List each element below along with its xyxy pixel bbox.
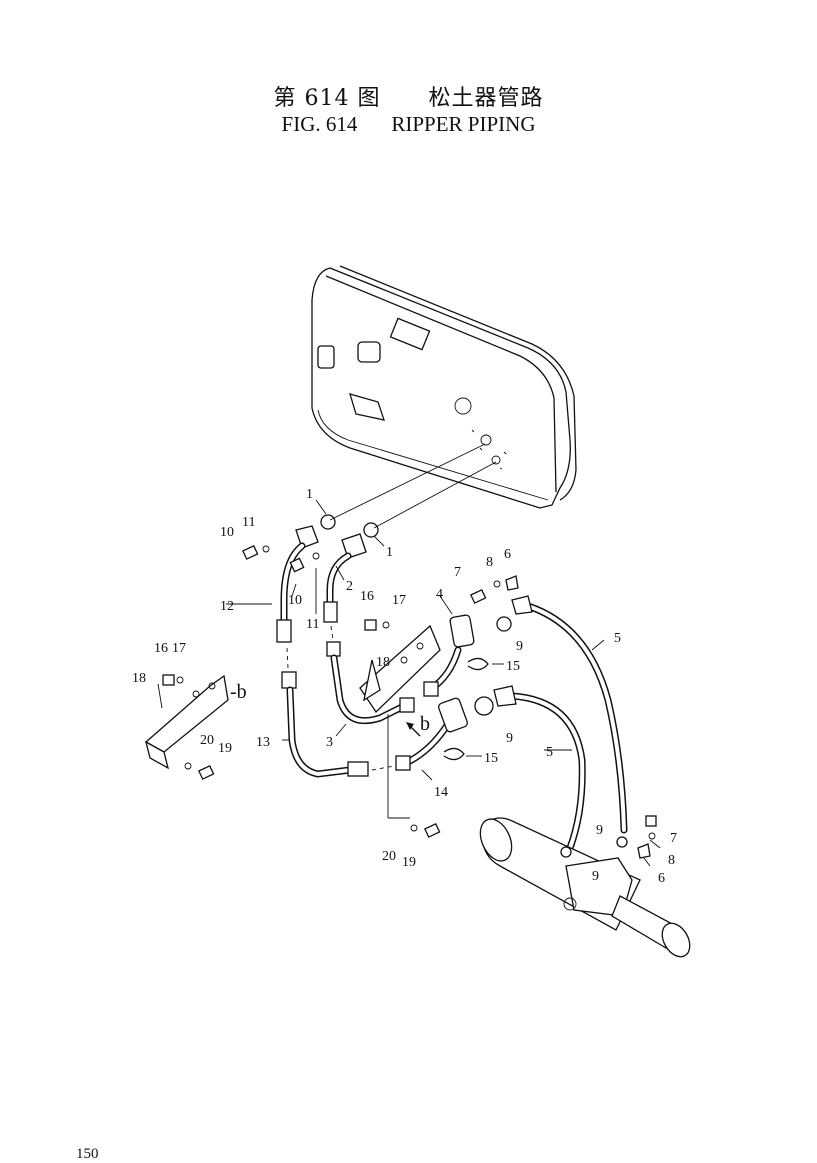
view-b-reference: -b (230, 681, 247, 703)
o-ring (363, 522, 379, 538)
callout-9: 9 (516, 639, 523, 654)
ripper-cylinder (479, 817, 691, 958)
figure-title-english: FIG. 614 RIPPER PIPING (0, 112, 817, 137)
bracket-18-view-b (144, 674, 229, 770)
callout-19: 19 (218, 741, 232, 756)
callout-16: 16 (360, 589, 374, 604)
callout-15: 15 (506, 659, 520, 674)
callout-5: 5 (546, 745, 553, 760)
callout-7: 7 (670, 831, 677, 846)
callout-13: 13 (256, 735, 270, 750)
figure-title-chinese: 第 614 图 松土器管路 (0, 80, 817, 112)
callout-labels: 1 1 2 3 4 5 5 6 6 7 7 8 8 9 9 9 9 10 10 … (132, 487, 677, 886)
view-b-arrow-label: b (420, 713, 430, 735)
callout-11: 11 (242, 515, 255, 530)
callout-18: 18 (376, 655, 390, 670)
callout-10: 10 (288, 593, 302, 608)
callout-19: 19 (402, 855, 416, 870)
hose-14 (395, 697, 468, 771)
figure-number-cn: 第 614 图 (273, 86, 381, 111)
callout-9: 9 (506, 731, 513, 746)
callout-4: 4 (436, 587, 443, 602)
callout-1: 1 (386, 545, 393, 560)
callout-3: 3 (326, 735, 333, 750)
figure-name-en: RIPPER PIPING (391, 112, 536, 136)
pipe-12 (276, 525, 319, 643)
leader-lines (157, 499, 661, 867)
callout-10: 10 (220, 525, 234, 540)
hose-13 (281, 671, 369, 778)
callout-16: 16 (154, 641, 168, 656)
hose-5-lower (493, 685, 586, 852)
callout-15: 15 (484, 751, 498, 766)
bracket-18-center (359, 624, 441, 714)
hardware (162, 544, 657, 859)
callout-20: 20 (382, 849, 396, 864)
figure-number-en: FIG. 614 (281, 112, 358, 136)
hydraulic-tank (311, 265, 577, 509)
callout-8: 8 (668, 853, 675, 868)
hose-4 (423, 614, 475, 697)
clamp (467, 657, 489, 671)
hose-3 (326, 641, 415, 725)
callout-6: 6 (658, 871, 665, 886)
page-number: 150 (76, 1146, 99, 1162)
callout-7: 7 (454, 565, 461, 580)
callout-1: 1 (306, 487, 313, 502)
callout-18: 18 (132, 671, 146, 686)
figure-name-cn: 松土器管路 (428, 86, 544, 111)
callout-12: 12 (220, 599, 234, 614)
callout-8: 8 (486, 555, 493, 570)
callout-6: 6 (504, 547, 511, 562)
callout-5: 5 (614, 631, 621, 646)
callout-20: 20 (200, 733, 214, 748)
hose-5-upper (511, 595, 628, 834)
clamp (443, 747, 465, 761)
callout-9: 9 (596, 823, 603, 838)
callout-2: 2 (346, 579, 353, 594)
callout-17: 17 (172, 641, 186, 656)
callout-11: 11 (306, 617, 319, 632)
o-ring (320, 514, 336, 530)
pipe-2 (323, 533, 367, 623)
callout-14: 14 (434, 785, 448, 800)
callout-17: 17 (392, 593, 406, 608)
callout-9: 9 (592, 869, 599, 884)
